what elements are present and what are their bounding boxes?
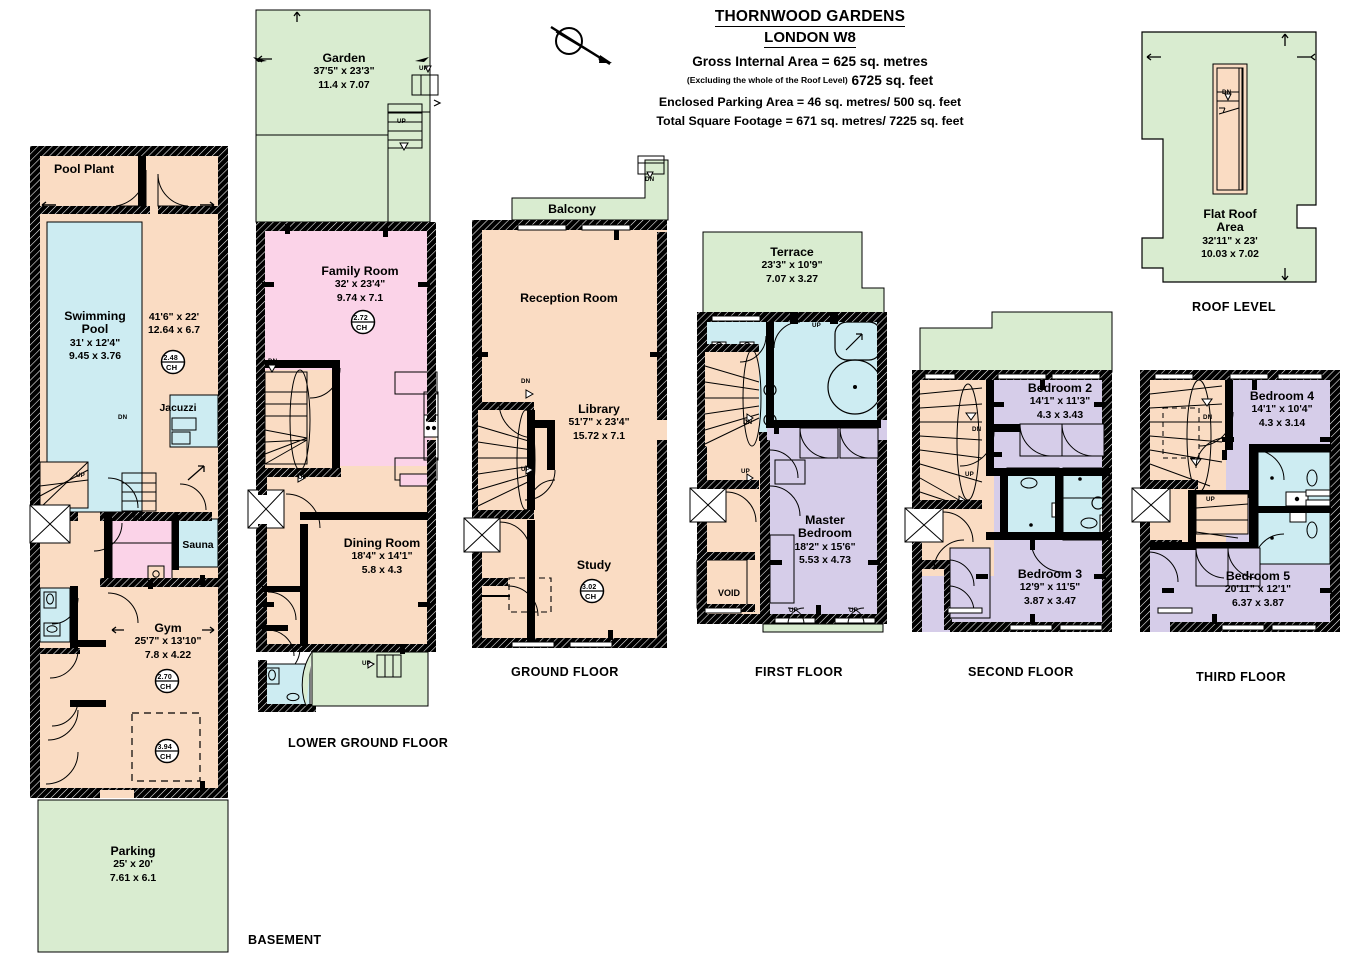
ch-label-basement-pool: CH xyxy=(166,363,178,372)
room-jacuzzi: Jacuzzi xyxy=(159,403,197,414)
floor-second xyxy=(904,311,1113,632)
ch-value-gym: 2.70 xyxy=(157,674,172,681)
floor-label-third: THIRD FLOOR xyxy=(1196,670,1286,684)
stair-tag-basement-dn: DN xyxy=(133,515,143,522)
stair-tag-first-dn: DN xyxy=(743,419,753,426)
room-bedroom-5: Bedroom 5 20'11" x 12'1" 6.37 x 3.87 xyxy=(1224,569,1292,609)
room-dining: Dining Room 18'4" x 14'1" 5.8 x 4.3 xyxy=(343,536,421,576)
floor-label-basement: BASEMENT xyxy=(248,933,322,947)
floor-first xyxy=(689,231,887,633)
room-parking: Parking 25' x 20' 7.61 x 6.1 xyxy=(109,844,157,884)
floor-label-second: SECOND FLOOR xyxy=(968,665,1074,679)
room-swimming-pool: Swimming Pool 31' x 12'4" 9.45 x 3.76 xyxy=(64,309,126,363)
roof-exclusion-note: (Excluding the whole of the Roof Level) xyxy=(686,75,848,85)
stair-tag-master-up-1: UP xyxy=(789,607,798,614)
stair-tag-roof-dn: DN xyxy=(1222,89,1232,96)
floor-label-ground: GROUND FLOOR xyxy=(511,665,619,679)
room-flat-roof-area: Flat Roof Area 32'11" x 23' 10.03 x 7.02 xyxy=(1201,207,1259,261)
ch-value-study: 3.02 xyxy=(582,584,597,591)
floor-label-lower-ground: LOWER GROUND FLOOR xyxy=(288,736,449,750)
room-gym: Gym 25'7" x 13'10" 7.8 x 4.22 xyxy=(134,621,202,661)
stair-tag-pool-dn: DN xyxy=(118,414,128,421)
floor-basement xyxy=(29,146,229,953)
room-study: Study xyxy=(576,558,612,572)
gross-internal-sqft-line: (Excluding the whole of the Roof Level) … xyxy=(615,72,1005,89)
room-reception: Reception Room xyxy=(520,291,618,305)
title-block: THORNWOOD GARDENS LONDON W8 Gross Intern… xyxy=(615,8,1005,129)
stair-tag-third-up: UP xyxy=(1206,496,1215,503)
ch-value-basement-pool: 2.48 xyxy=(163,355,178,362)
stair-tag-lg-patio-up: UP xyxy=(362,660,371,667)
room-sauna: Sauna xyxy=(182,540,214,551)
room-family: Family Room 32' x 23'4" 9.74 x 7.1 xyxy=(321,264,399,304)
stair-tag-second-dn: DN xyxy=(972,426,982,433)
room-garden: Garden 37'5" x 23'3" 11.4 x 7.07 xyxy=(313,51,375,91)
room-pool-plant: Pool Plant xyxy=(53,162,115,176)
property-location: LONDON W8 xyxy=(764,29,856,48)
stair-tag-lg-up: UP xyxy=(298,474,307,481)
property-name: THORNWOOD GARDENS xyxy=(714,8,906,27)
floor-label-roof: ROOF LEVEL xyxy=(1192,300,1276,314)
ch-value-family: 2.72 xyxy=(353,315,368,322)
room-balcony: Balcony xyxy=(548,202,596,216)
stair-tag-second-up: UP xyxy=(965,471,974,478)
floor-third xyxy=(1131,370,1340,632)
room-bedroom-2: Bedroom 2 14'1" x 11'3" 4.3 x 3.43 xyxy=(1027,381,1093,421)
stair-tag-third-dn: DN xyxy=(1203,414,1213,421)
room-master-bedroom: Master Bedroom 18'2" x 15'6" 5.53 x 4.73 xyxy=(794,513,856,567)
total-square-footage: Total Square Footage = 671 sq. metres/ 7… xyxy=(656,114,964,128)
ch-label-study: CH xyxy=(585,592,597,601)
room-basement-overall-dims: 41'6" x 22' 12.64 x 6.7 xyxy=(148,312,200,337)
stair-tag-ground-up: UP xyxy=(521,466,530,473)
stair-tag-terrace-up: UP xyxy=(812,322,821,329)
stair-tag-basement-up: UP xyxy=(76,472,85,479)
floor-lower-ground xyxy=(247,9,442,712)
ch-label-gym: CH xyxy=(160,682,172,691)
stair-tag-first-up: UP xyxy=(741,468,750,475)
north-arrow-icon xyxy=(550,25,612,66)
room-library: Library 51'7" x 23'4" 15.72 x 7.1 xyxy=(568,402,630,442)
gross-internal-area: Gross Internal Area = 625 sq. metres xyxy=(692,54,928,69)
floor-label-first: FIRST FLOOR xyxy=(755,665,843,679)
room-bedroom-3: Bedroom 3 12'9" x 11'5" 3.87 x 3.47 xyxy=(1017,567,1083,607)
ch-value-gym-void: 3.94 xyxy=(157,744,172,751)
stair-tag-ground-dn: DN xyxy=(521,378,531,385)
room-bedroom-4: Bedroom 4 14'1" x 10'4" 4.3 x 3.14 xyxy=(1249,389,1315,429)
enclosed-parking-area: Enclosed Parking Area = 46 sq. metres/ 5… xyxy=(658,95,962,109)
stair-tag-garden-up-1: UP xyxy=(419,65,428,72)
stair-tag-master-up-2: UP xyxy=(849,607,858,614)
ch-label-gym-void: CH xyxy=(160,752,172,761)
room-terrace: Terrace 23'3" x 10'9" 7.07 x 3.27 xyxy=(761,245,823,285)
gross-internal-sqft: 6725 sq. feet xyxy=(851,73,934,88)
floor-ground xyxy=(463,155,669,648)
floor-roof xyxy=(1141,31,1317,283)
ch-label-family: CH xyxy=(356,323,368,332)
stair-tag-lg-dn: DN xyxy=(268,358,278,365)
stair-tag-balcony-dn: DN xyxy=(645,176,655,183)
room-void: VOID xyxy=(718,588,741,598)
stair-tag-garden-up-2: UP xyxy=(397,118,406,125)
